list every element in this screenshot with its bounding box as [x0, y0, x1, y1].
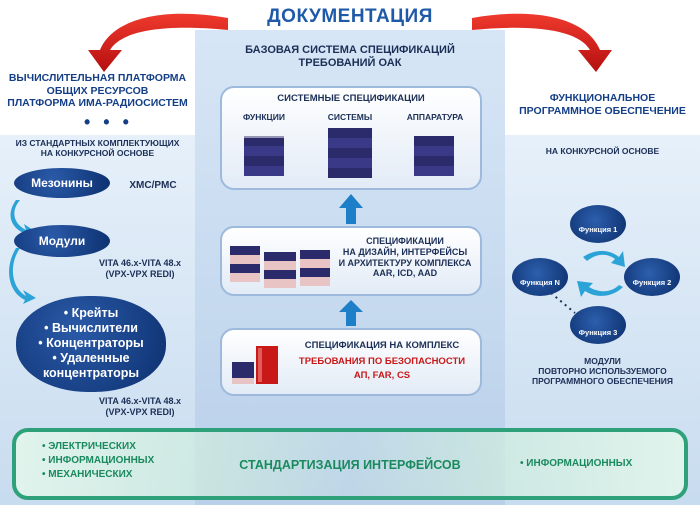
modules-standard: VITA 46.x-VITA 48.x (VPX-VPX REDI) [84, 258, 196, 280]
modules-standard-line: (VPX-VPX REDI) [105, 268, 175, 279]
cycle-arrow [583, 251, 625, 267]
function-1-disc [570, 205, 626, 243]
design-spec-binders [230, 246, 330, 288]
label-systems: СИСТЕМЫ [327, 112, 373, 122]
system-specs-card: СИСТЕМНЫЕ СПЕЦИФИКАЦИИ ФУНКЦИИ СИСТЕМЫ А… [220, 86, 482, 190]
safety-codes: АП, FAR, CS [353, 370, 411, 381]
modules-standard-line: VITA 46.x-VITA 48.x [98, 258, 182, 268]
left-subheading-line: ИЗ СТАНДАРТНЫХ КОМПЛЕКТУЮЩИХ [15, 138, 180, 148]
page-title: ДОКУМЕНТАЦИЯ [267, 6, 433, 27]
design-specs-line: НА ДИЗАЙН, ИНТЕРФЕЙСЫ [342, 246, 468, 257]
interface-standardization-band [12, 428, 688, 500]
label-hardware: АППАРАТУРА [406, 112, 464, 122]
design-specs-card: СПЕЦИФИКАЦИИ НА ДИЗАЙН, ИНТЕРФЕЙСЫ И АРХ… [220, 226, 482, 296]
crates-item: • Концентраторы [38, 336, 144, 350]
binder-stack-systems [328, 128, 372, 178]
system-spec-binders [244, 128, 454, 178]
function-2-disc [624, 258, 680, 296]
right-heading-line: ФУНКЦИОНАЛЬНОЕ [549, 92, 656, 104]
interface-type: • ЭЛЕКТРИЧЕСКИХ [42, 441, 136, 452]
right-heading: ФУНКЦИОНАЛЬНОЕ ПРОГРАММНОЕ ОБЕСПЕЧЕНИЕ [505, 92, 700, 117]
left-subheading-line: НА КОНКУРСНОЙ ОСНОВЕ [40, 148, 155, 159]
reusable-modules-text: МОДУЛИ ПОВТОРНО ИСПОЛЬЗУЕМОГО ПРОГРАММНО… [505, 356, 700, 387]
left-red-arrow [88, 13, 228, 72]
crates-standard-line: (VPX-VPX REDI) [105, 406, 175, 417]
complex-spec-title: СПЕЦИФИКАЦИЯ НА КОМПЛЕКС [304, 340, 460, 351]
right-red-arrow [472, 13, 612, 72]
reusable-modules-line: ПРОГРАММНОГО ОБЕСПЕЧЕНИЯ [531, 376, 674, 387]
reusable-modules-line: МОДУЛИ [584, 356, 621, 366]
binder-stack-functions [244, 136, 284, 176]
function-n-label: Функция N [520, 278, 560, 287]
left-heading: ВЫЧИСЛИТЕЛЬНАЯ ПЛАТФОРМА ОБЩИХ РЕСУРСОВ … [0, 72, 195, 110]
center-heading-line: ТРЕБОВАНИЙ ОАК [298, 57, 402, 70]
up-arrow-1 [339, 194, 363, 224]
arrow-modules-to-crates [9, 248, 36, 304]
reusable-modules-line: ПОВТОРНО ИСПОЛЬЗУЕМОГО [538, 366, 667, 377]
interface-type: • МЕХАНИЧЕСКИХ [42, 469, 133, 480]
connector-dots [550, 292, 576, 314]
crates-item: • Удаленные [52, 351, 130, 365]
left-heading-line: ОБЩИХ РЕСУРСОВ [46, 84, 149, 97]
mezzanine-standard: XMC/PMC [129, 180, 177, 191]
cycle-arrow [577, 281, 623, 297]
left-heading-line: ВЫЧИСЛИТЕЛЬНАЯ ПЛАТФОРМА [8, 72, 187, 84]
design-specs-text: СПЕЦИФИКАЦИИ НА ДИЗАЙН, ИНТЕРФЕЙСЫ И АРХ… [330, 236, 480, 279]
design-specs-line: И АРХИТЕКТУРУ КОМПЛЕКСА [338, 257, 472, 268]
interface-type: • ИНФОРМАЦИОННЫХ [42, 455, 155, 466]
crates-pill: • Крейты • Вычислители • Концентраторы •… [16, 296, 166, 392]
function-1-label: Функция 1 [578, 225, 618, 234]
complex-spec-books [232, 346, 278, 384]
mezzanine-pill: Мезонины [14, 168, 110, 198]
crates-standard: VITA 46.x-VITA 48.x (VPX-VPX REDI) [84, 396, 196, 418]
safety-requirements: ТРЕБОВАНИЯ ПО БЕЗОПАСНОСТИ [298, 356, 466, 367]
complex-spec-card: СПЕЦИФИКАЦИЯ НА КОМПЛЕКС ТРЕБОВАНИЯ ПО Б… [220, 328, 482, 396]
up-arrow-2 [339, 300, 363, 326]
center-heading-line: БАЗОВАЯ СИСТЕМА СПЕЦИФИКАЦИЙ [245, 44, 455, 56]
crates-item: концентраторы [42, 366, 140, 380]
modules-pill: Модули [14, 225, 110, 257]
binder-stack-hardware [414, 136, 454, 176]
left-ellipsis: • • • [84, 112, 133, 132]
function-cycle [550, 251, 625, 314]
label-functions: ФУНКЦИИ [243, 112, 285, 122]
interface-types-left: • ЭЛЕКТРИЧЕСКИХ • ИНФОРМАЦИОННЫХ • МЕХАН… [42, 440, 182, 482]
documentation-arrows [88, 13, 612, 72]
function-2-label: Функция 2 [632, 278, 672, 287]
crates-item: • Крейты [63, 306, 119, 320]
right-heading-line: ПРОГРАММНОЕ ОБЕСПЕЧЕНИЕ [519, 104, 686, 117]
function-n-disc [512, 258, 568, 296]
function-3-disc [570, 306, 626, 344]
interface-standardization-title: СТАНДАРТИЗАЦИЯ ИНТЕРФЕЙСОВ [239, 458, 461, 472]
right-subheading: НА КОНКУРСНОЙ ОСНОВЕ [545, 146, 660, 156]
function-3-label: Функция 3 [578, 328, 618, 337]
left-subheading: ИЗ СТАНДАРТНЫХ КОМПЛЕКТУЮЩИХ НА КОНКУРСН… [0, 138, 195, 158]
system-specs-title: СИСТЕМНЫЕ СПЕЦИФИКАЦИИ [277, 93, 425, 104]
design-specs-line: СПЕЦИФИКАЦИИ [366, 236, 444, 246]
crates-item: • Вычислители [44, 321, 138, 335]
interface-type-right: • ИНФОРМАЦИОННЫХ [520, 458, 633, 469]
design-specs-line: AAR, ICD, AAD [372, 268, 438, 279]
center-heading: БАЗОВАЯ СИСТЕМА СПЕЦИФИКАЦИЙ ТРЕБОВАНИЙ … [200, 44, 500, 70]
crates-standard-line: VITA 46.x-VITA 48.x [98, 396, 182, 406]
left-heading-line: ПЛАТФОРМА ИМА-РАДИОСИСТЕМ [7, 97, 188, 110]
